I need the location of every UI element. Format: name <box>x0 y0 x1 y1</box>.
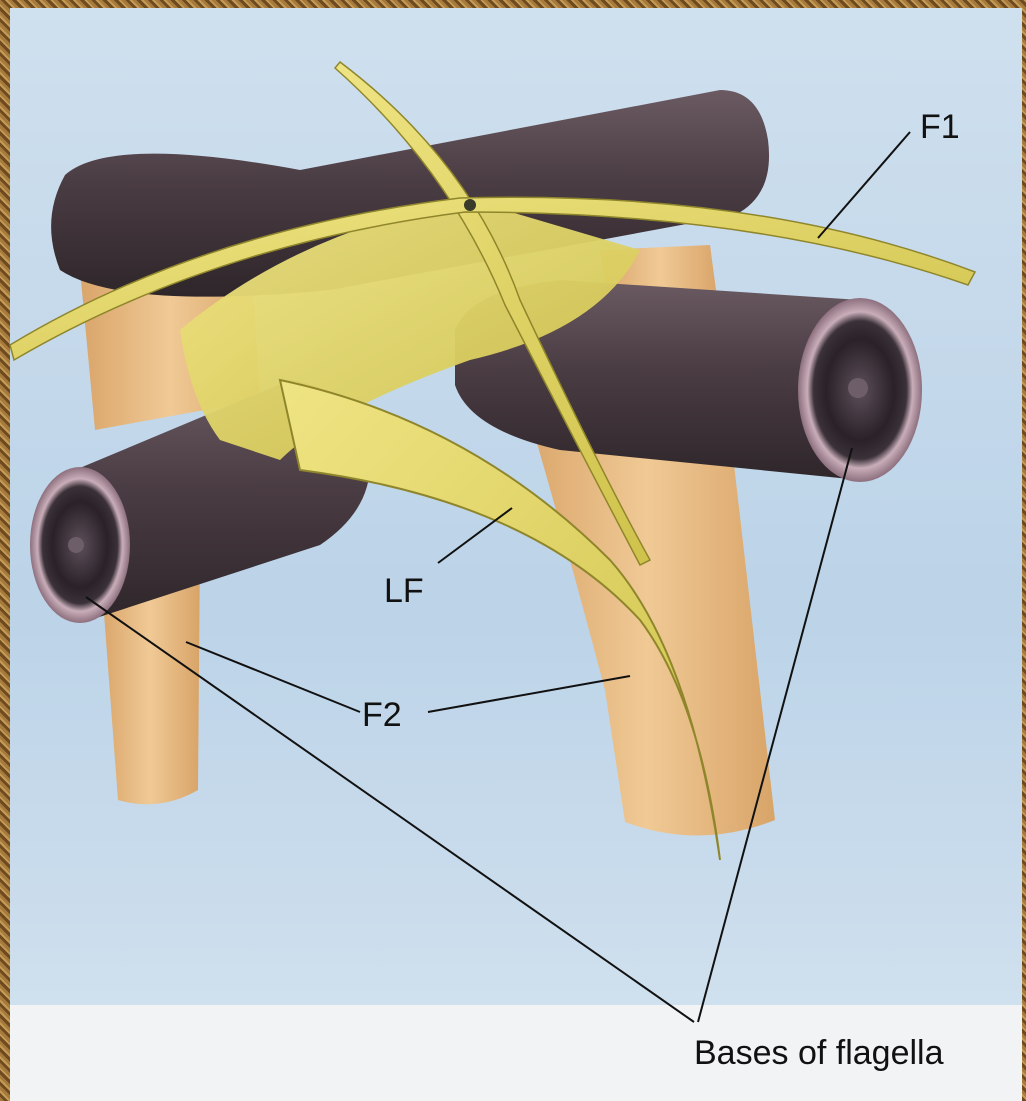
leader-f2-right <box>428 676 630 712</box>
label-f1: F1 <box>920 108 960 146</box>
label-lf: LF <box>384 572 424 610</box>
label-bases-of-flagella: Bases of flagella <box>694 1034 944 1072</box>
leader-lf <box>438 508 512 563</box>
label-f2: F2 <box>362 696 402 734</box>
leader-f1 <box>818 132 910 238</box>
leader-f2-left <box>186 642 360 712</box>
